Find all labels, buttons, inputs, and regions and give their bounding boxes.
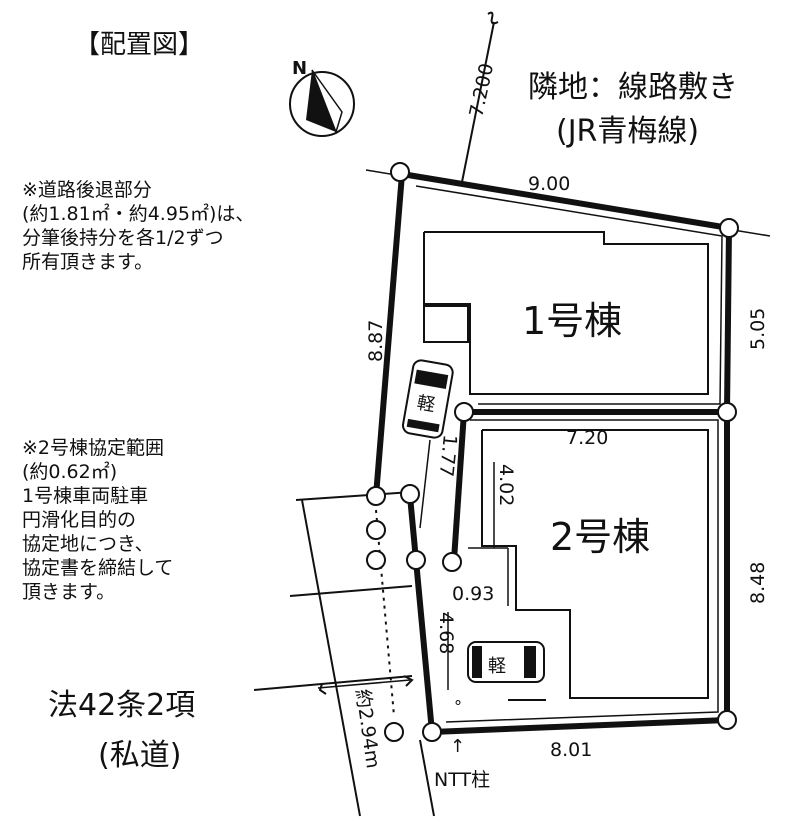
car-2 xyxy=(467,641,545,683)
agreement-note: ※2号棟協定範囲 (約0.62㎡) 1号棟車両駐車 円滑化目的の 協定地につき、… xyxy=(22,436,173,604)
neighbor-sub-label: (JR青梅線) xyxy=(556,114,700,149)
dim-lot2-west: 4.68 xyxy=(435,612,457,654)
dim-diagonal: 1.77 xyxy=(435,433,461,477)
dim-lot2-small: 0.93 xyxy=(452,583,494,605)
north-label: N xyxy=(292,58,307,79)
dim-lot1-west: 8.87 xyxy=(365,320,387,362)
note-line: 所有頂きます。 xyxy=(22,251,154,273)
ntt-pole-label: NTT柱 xyxy=(434,769,490,791)
building-1-label: 1号棟 xyxy=(522,299,622,343)
car-1-label: 軽 xyxy=(415,392,436,416)
private-road-label: (私道) xyxy=(98,738,182,773)
neighbor-label: 隣地：線路敷き xyxy=(528,70,738,105)
dim-lot2-east: 8.48 xyxy=(747,562,769,604)
dim-lot2-north: 7.20 xyxy=(566,427,608,449)
note-line: 協定地につき、 xyxy=(22,533,154,555)
note-line: 円滑化目的の xyxy=(22,509,137,531)
dim-lot2-inner: 4.02 xyxy=(495,464,517,506)
note-line: 協定書を締結して xyxy=(22,557,174,579)
note-line: 1号棟車両駐車 xyxy=(22,485,149,507)
dim-lot2-south: 8.01 xyxy=(550,739,592,761)
dim-lot1-east: 5.05 xyxy=(747,308,769,350)
note-line: (約0.62㎡) xyxy=(22,461,118,483)
building-2-label: 2号棟 xyxy=(550,515,650,559)
note-line: (約1.81㎡・約4.95㎡)は、 xyxy=(22,203,255,225)
degree-mark: ° xyxy=(454,697,462,716)
dim-top-length: 7.200 xyxy=(465,61,498,119)
note-line: 頂きます。 xyxy=(22,581,116,603)
note-line: ※2号棟協定範囲 xyxy=(22,437,165,459)
car-1: 軽 xyxy=(401,359,454,439)
north-compass: N xyxy=(289,58,355,137)
note-line: ※道路後退部分 xyxy=(22,179,152,201)
car-2-label: 軽 xyxy=(488,656,506,677)
dim-lot1-north: 9.00 xyxy=(528,173,570,195)
page-title: 【配置図】 xyxy=(74,30,205,60)
setback-note: ※道路後退部分 (約1.81㎡・約4.95㎡)は、 分筆後持分を各1/2ずつ 所… xyxy=(22,178,254,274)
note-line: 分筆後持分を各1/2ずつ xyxy=(22,227,224,249)
dim-road-width: 約2.94m xyxy=(351,688,384,770)
road-law-label: 法42条2項 xyxy=(48,688,196,723)
ntt-arrow: ↑ xyxy=(450,736,465,757)
